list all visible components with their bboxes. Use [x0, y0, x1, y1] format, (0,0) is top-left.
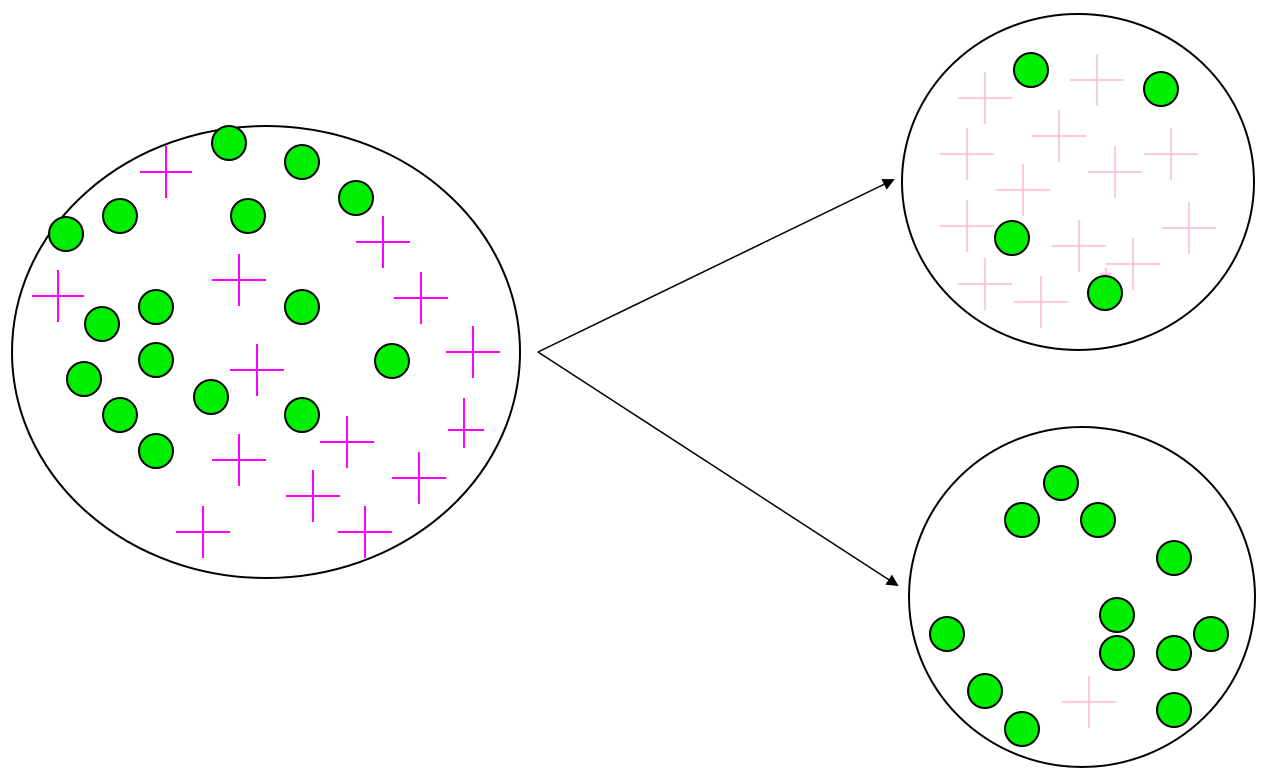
dot-icon — [1099, 635, 1135, 671]
dot-icon — [138, 289, 174, 325]
dot-icon — [193, 379, 229, 415]
plus-icon — [1032, 110, 1086, 162]
dot-icon — [284, 144, 320, 180]
dot-icon — [102, 397, 138, 433]
plus-icon — [1162, 202, 1216, 254]
dot-icon — [1087, 275, 1123, 311]
plus-icon — [958, 72, 1012, 124]
dot-icon — [138, 342, 174, 378]
dot-icon — [1099, 597, 1135, 633]
plus-icon — [338, 506, 392, 558]
dot-icon — [374, 343, 410, 379]
dot-icon — [1143, 71, 1179, 107]
plus-icon — [1088, 146, 1142, 198]
plus-icon — [996, 164, 1050, 216]
plus-icon — [448, 398, 484, 448]
output-top-group-dots — [994, 52, 1179, 311]
dot-icon — [1193, 616, 1229, 652]
dot-icon — [1156, 635, 1192, 671]
plus-icon — [1062, 676, 1116, 728]
dot-icon — [48, 216, 84, 252]
plus-icon — [212, 254, 266, 306]
plus-icon — [140, 146, 192, 198]
dot-icon — [929, 616, 965, 652]
output-bottom-group-ellipse — [908, 426, 1256, 768]
dot-icon — [284, 289, 320, 325]
dot-icon — [1080, 502, 1116, 538]
source-group-dots — [48, 125, 410, 469]
plus-icon — [1070, 54, 1124, 106]
plus-icon — [230, 344, 284, 396]
dot-icon — [967, 673, 1003, 709]
output-top-group-crosses — [940, 54, 1216, 328]
plus-icon — [940, 128, 994, 180]
arrow-to-bottom-group — [537, 351, 899, 587]
dot-icon — [1156, 540, 1192, 576]
plus-icon — [394, 272, 448, 324]
dot-icon — [84, 306, 120, 342]
dot-icon — [66, 361, 102, 397]
plus-icon — [32, 270, 84, 322]
dot-icon — [138, 433, 174, 469]
dot-icon — [1156, 692, 1192, 728]
output-bottom-group-dots — [929, 465, 1229, 747]
plus-icon — [1106, 238, 1160, 290]
dot-icon — [102, 198, 138, 234]
arrow-to-top-group — [537, 178, 895, 353]
plus-icon — [958, 258, 1012, 310]
plus-icon — [1014, 276, 1068, 328]
plus-icon — [320, 416, 374, 468]
plus-icon — [940, 200, 994, 252]
output-top-group-ellipse — [901, 13, 1255, 351]
output-bottom-group-crosses — [1062, 676, 1116, 728]
dot-icon — [338, 180, 374, 216]
dot-icon — [1013, 52, 1049, 88]
source-group-ellipse — [11, 125, 521, 579]
dot-icon — [1043, 465, 1079, 501]
dot-icon — [1004, 711, 1040, 747]
dot-icon — [230, 198, 266, 234]
plus-icon — [392, 452, 446, 504]
plus-icon — [286, 470, 340, 522]
plus-icon — [212, 434, 266, 486]
dot-icon — [1004, 502, 1040, 538]
plus-icon — [356, 216, 410, 268]
plus-icon — [1052, 220, 1106, 272]
plus-icon — [176, 506, 230, 558]
plus-icon — [446, 326, 500, 378]
dot-icon — [994, 220, 1030, 256]
dot-icon — [284, 397, 320, 433]
plus-icon — [1144, 128, 1198, 180]
dot-icon — [211, 125, 247, 161]
source-group-crosses — [32, 146, 500, 558]
